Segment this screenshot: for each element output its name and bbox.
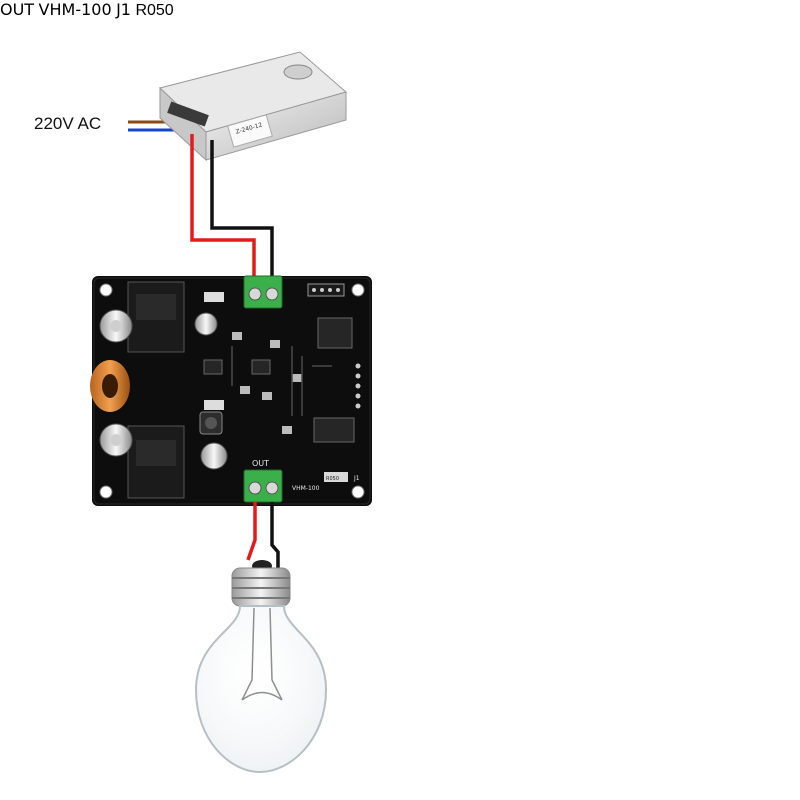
converter-board-left: OUT VHM-100 J1 R050: [89, 275, 373, 507]
ref-r050-left: R050: [326, 476, 339, 482]
power-supply-unit: Z-240-12: [159, 51, 348, 162]
out-label-right: OUT: [0, 0, 35, 19]
model-label-right: VHM-100: [38, 0, 112, 19]
psu-wire-black: [210, 140, 274, 276]
model-label-left: VHM-100: [292, 485, 320, 492]
converter-board-right: OUT VHM-100 J1 R050: [0, 0, 174, 19]
ref-r050-right: R050: [135, 2, 174, 19]
psu-wire-red: [190, 134, 256, 276]
load-wire-red-left: [246, 502, 257, 561]
battery-wire-red: OUT VHM-100 J1 R050 220V AC: [0, 0, 174, 133]
ref-j1-right: J1: [116, 0, 131, 19]
out-label-left: OUT: [252, 459, 269, 468]
load-wire-black-left: [270, 502, 280, 570]
ref-j1-left: J1: [353, 475, 360, 482]
battery-wire-black: OUT VHM-100 J1 R050 220V AC: [0, 0, 174, 133]
ac-input-label: 220V AC: [34, 114, 102, 133]
light-bulb-left: [194, 560, 328, 774]
